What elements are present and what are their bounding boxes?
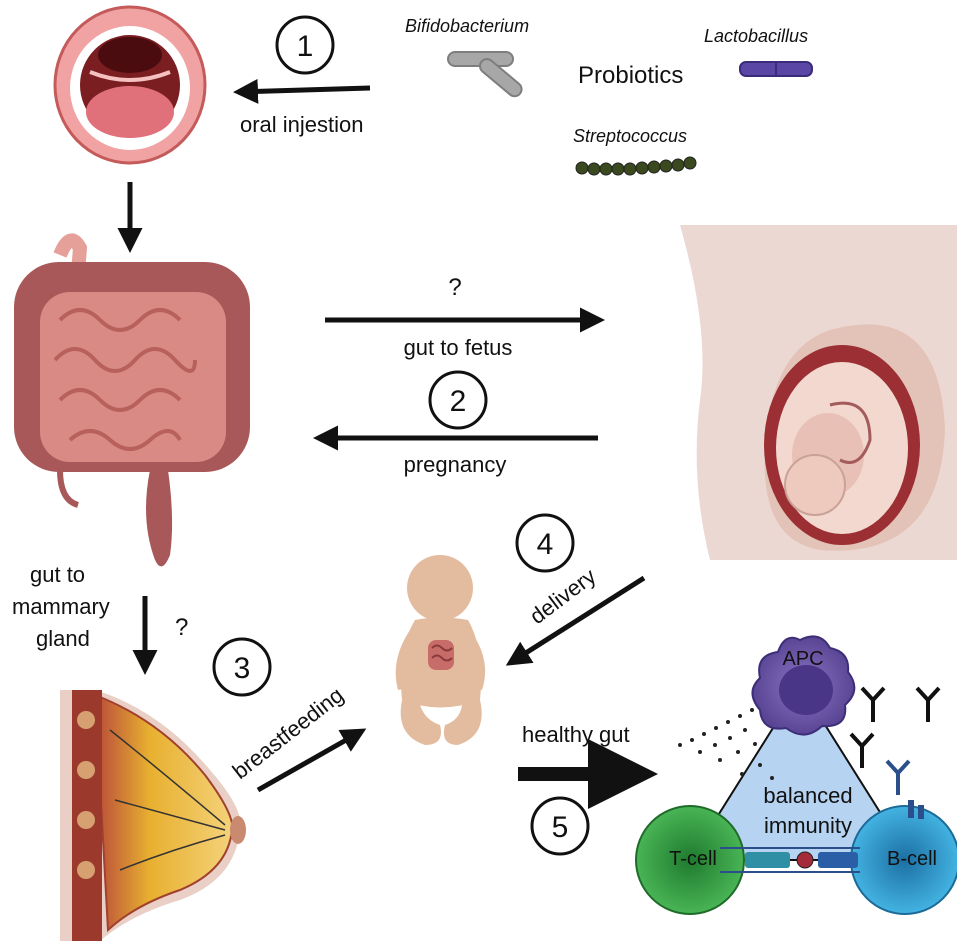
svg-text:2: 2: [450, 385, 467, 418]
bifidobacterium-icon: [447, 51, 523, 98]
pregnancy-illustration: [680, 225, 957, 560]
svg-text:1: 1: [297, 30, 314, 63]
balanced-label-line2: immunity: [764, 813, 852, 838]
mouth-illustration: [53, 5, 207, 165]
bifidobacterium-label: Bifidobacterium: [405, 16, 529, 36]
lactobacillus-label: Lactobacillus: [704, 26, 808, 46]
gut-to-label-line1: gut to: [30, 562, 85, 587]
probiotics-title: Probiotics: [578, 62, 683, 89]
step-1-badge: 1: [275, 15, 335, 75]
baby-illustration: [395, 555, 486, 745]
delivery-label: delivery: [525, 563, 601, 629]
step-5-badge: 5: [530, 796, 590, 856]
streptococcus-label: Streptococcus: [573, 126, 687, 146]
step-3-badge: 3: [212, 637, 272, 697]
cytokine-dots: [678, 708, 774, 780]
apc-cell: APC: [751, 635, 856, 736]
b-cell-label: B-cell: [887, 848, 937, 870]
svg-text:5: 5: [552, 811, 569, 844]
step-4-badge: 4: [515, 513, 575, 573]
apc-label: APC: [782, 648, 823, 670]
gut-to-label-line3: gland: [36, 626, 90, 651]
b-cell: B-cell: [850, 800, 957, 915]
healthy-gut-label: healthy gut: [522, 722, 630, 747]
svg-text:4: 4: [537, 528, 554, 561]
t-cell: T-cell: [635, 805, 745, 915]
arrow-breastfeeding: [256, 728, 367, 793]
receptor-synapse: [720, 847, 860, 873]
breastfeeding-label: breastfeeding: [228, 682, 348, 784]
arrow-probiotics-to-mouth: [233, 78, 371, 104]
gut-to-fetus-label: gut to fetus: [404, 335, 513, 360]
fetus-question-mark: ?: [448, 274, 461, 301]
t-cell-label: T-cell: [669, 848, 717, 870]
pregnancy-label: pregnancy: [404, 452, 507, 477]
gut-to-label-line2: mammary: [12, 594, 110, 619]
step-2-badge: 2: [428, 370, 488, 430]
arrow-delivery: [505, 575, 646, 666]
streptococcus-icon: [575, 156, 697, 176]
lactobacillus-icon: [739, 61, 813, 77]
balanced-label-line1: balanced: [763, 783, 852, 808]
oral-ingestion-label: oral injestion: [240, 112, 364, 137]
mammary-question-mark: ?: [175, 614, 188, 641]
antibody-icons: [849, 686, 941, 795]
svg-text:3: 3: [234, 652, 251, 685]
mammary-gland-illustration: [60, 690, 246, 941]
intestine-illustration: [14, 233, 250, 567]
